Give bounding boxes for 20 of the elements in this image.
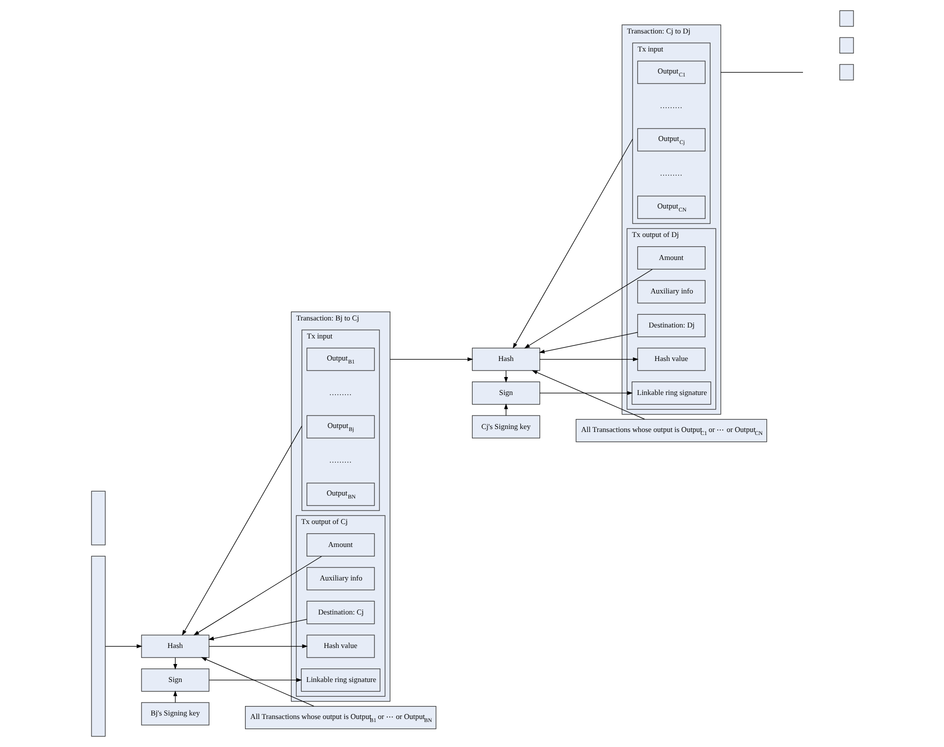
arrow [181, 426, 302, 636]
node-box [90, 556, 106, 737]
arrow [538, 332, 638, 354]
node-box [838, 37, 854, 54]
node-box [90, 490, 106, 546]
arrow [504, 370, 508, 383]
arrow [539, 357, 638, 362]
arrow [104, 644, 142, 648]
arrow [504, 403, 508, 416]
arrow [539, 391, 632, 396]
arrow [512, 138, 632, 349]
node-box [838, 10, 854, 27]
arrow [208, 644, 308, 648]
connector [720, 72, 803, 73]
arrow [524, 269, 652, 348]
arrow [208, 678, 302, 682]
arrow [192, 556, 322, 636]
arrow [389, 357, 473, 362]
node-box [838, 64, 854, 80]
arrow [208, 619, 307, 640]
